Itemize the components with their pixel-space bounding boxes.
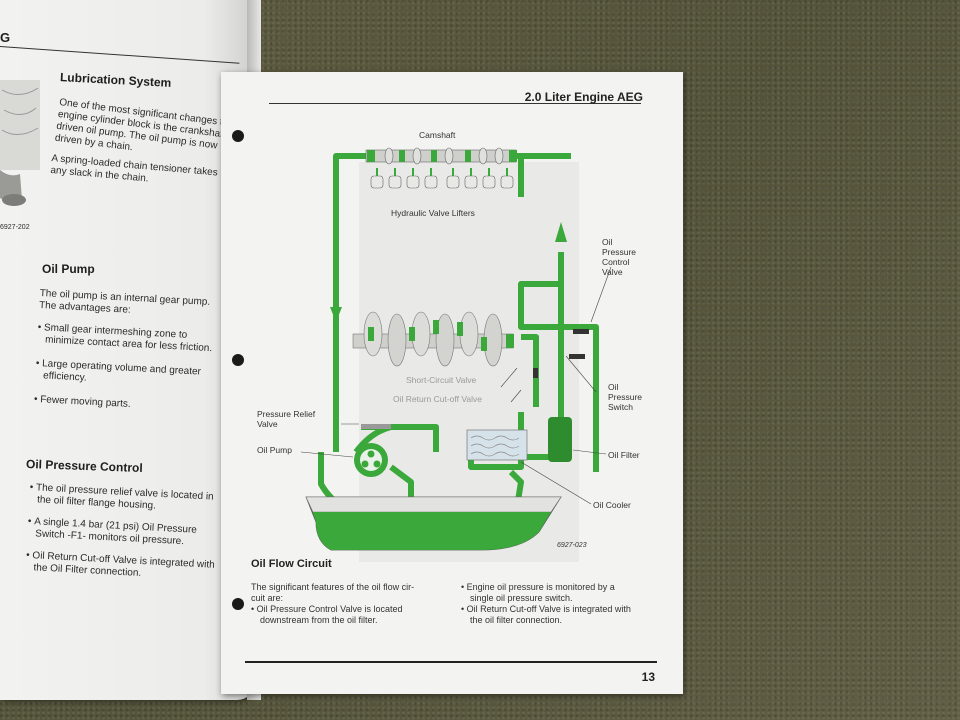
label-valve-lifters: Hydraulic Valve Lifters	[391, 208, 475, 218]
label-oil-filter: Oil Filter	[608, 450, 640, 460]
short-circuit-marker	[533, 368, 538, 378]
left-figure-code: 6927-202	[0, 224, 30, 231]
oil-pressure-control-heading: Oil Pressure Control	[25, 456, 143, 476]
flow-arrow-up	[555, 222, 567, 242]
label-oil-cooler: Oil Cooler	[593, 500, 631, 510]
camshaft	[365, 147, 517, 165]
engine-figure-fragment	[0, 80, 40, 206]
flow-arrow-down	[330, 307, 342, 322]
oil-pump-heading: Oil Pump	[42, 262, 95, 276]
label-pressure-switch: Oil Pressure Switch	[608, 382, 643, 412]
pressure-switch-marker	[569, 354, 585, 359]
relief-valve-marker	[361, 424, 391, 429]
oil-pressure-control-bullets: • The oil pressure relief valve is locat…	[25, 482, 215, 579]
oil-cooler	[466, 429, 528, 461]
left-header-fragment: G	[0, 30, 11, 45]
left-page: G 6927-202 Lubrication System One of the…	[0, 0, 261, 700]
oil-pan	[305, 496, 562, 551]
header-rule	[269, 103, 641, 104]
control-valve-marker	[573, 329, 589, 334]
figure-code: 6927-023	[557, 542, 587, 549]
oil-pump-intro: The oil pump is an internal gear pump. T…	[38, 288, 211, 316]
lubrication-heading: Lubrication System	[59, 70, 172, 90]
crankshaft	[352, 311, 514, 367]
col2-text: • Engine oil pressure is monitored by a …	[461, 582, 631, 625]
oil-flow-diagram	[300, 147, 612, 562]
right-page: 2.0 Liter Engine AEG	[221, 72, 683, 694]
label-return-cutoff-valve: Oil Return Cut-off Valve	[393, 394, 482, 404]
col1-text: The significant features of the oil flow…	[251, 582, 415, 625]
page-number: 13	[641, 670, 655, 684]
label-short-circuit-valve: Short-Circuit Valve	[406, 375, 477, 385]
label-relief-valve: Pressure Relief Valve	[257, 409, 316, 429]
page-header: 2.0 Liter Engine AEG	[524, 90, 643, 104]
oil-pump-bullets: • Small gear intermeshing zone to minimi…	[33, 322, 213, 410]
oil-pump	[354, 443, 388, 477]
oil-filter	[548, 417, 572, 462]
label-camshaft: Camshaft	[419, 130, 456, 140]
section-heading: Oil Flow Circuit	[251, 558, 332, 570]
left-header-rule	[0, 46, 240, 64]
label-oil-pump: Oil Pump	[257, 445, 292, 455]
valve-lifters	[370, 175, 514, 189]
label-control-valve: Oil Pressure Control Valve	[602, 237, 637, 277]
footer-rule	[245, 661, 657, 663]
